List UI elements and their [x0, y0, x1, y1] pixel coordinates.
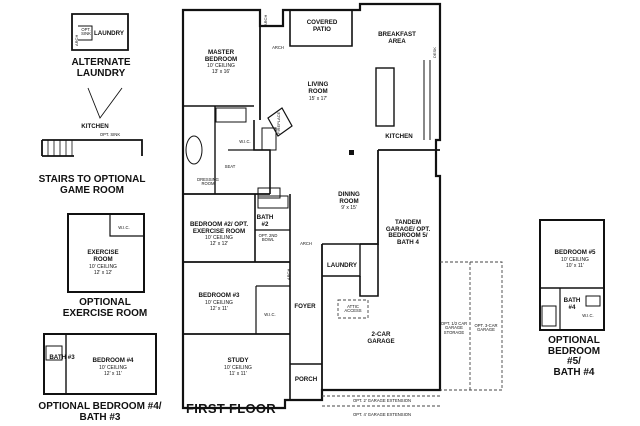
two-car-garage-label: 2-CAR GARAGE [367, 331, 395, 345]
opt-2-garage-ext-label: OPT. 2' GARAGE EXTENSION [352, 398, 412, 403]
fireplace-label: FIREPLACE [276, 111, 281, 134]
living-room-size: 15' x 17' [308, 96, 328, 102]
arch-label-1: ARCH [272, 45, 284, 50]
exercise-room-outline [67, 213, 145, 293]
foyer-label: FOYER [294, 303, 316, 310]
bath4-label: BATH #4 [563, 297, 581, 311]
bedroom4-label: BEDROOM #4 [92, 357, 134, 364]
opt-4-garage-ext-label: OPT. 4' GARAGE EXTENSION [352, 412, 412, 417]
bedroom4-caption: OPTIONAL BEDROOM #4/ BATH #3 [38, 401, 162, 423]
exercise-room-ceiling: 10' CEILING [89, 264, 117, 270]
bedroom2-ceiling: 10' CEILING [205, 235, 233, 241]
bedroom3-size: 12' x 11' [210, 306, 228, 312]
arch-label-3: ARCH [263, 14, 268, 26]
tandem-garage-label: TANDEM GARAGE/ OPT. BEDROOM 5/ BATH 4 [385, 219, 431, 246]
wic-bedroom3-label: W.I.C. [264, 312, 276, 317]
master-bedroom-ceiling: 10' CEILING [207, 63, 235, 69]
bath2-label: BATH #2 [256, 214, 274, 228]
stairs-caption: STAIRS TO OPTIONAL GAME ROOM [38, 174, 146, 196]
exercise-room-label: EXERCISE ROOM [87, 249, 119, 263]
dining-room-size: 9' x 15' [341, 205, 357, 211]
exercise-wic-label: W.I.C. [118, 225, 130, 230]
arch-label-2: ARCH [300, 241, 312, 246]
arch-label-4: ARCH [286, 268, 291, 280]
attic-access-label: ATTIC ACCESS [344, 304, 362, 314]
bedroom5-wic-label: W.I.C. [582, 313, 594, 318]
bedroom2-label: BEDROOM #2/ OPT. EXERCISE ROOM [189, 221, 249, 235]
opt-2nd-bowl-label: OPT. 2ND BOWL [258, 233, 278, 243]
alt-laundry-room-label: LAUNDRY [93, 30, 125, 37]
exercise-room-caption: OPTIONAL EXERCISE ROOM [62, 297, 148, 319]
exercise-room-size: 12' x 12' [93, 270, 113, 276]
stairs-sink-label: OPT. SINK [99, 132, 121, 137]
opt-garage-storage-label: OPT. 1/2 CAR GARAGE STORAGE [440, 321, 468, 335]
bedroom5-caption: OPTIONAL BEDROOM #5/ BATH #4 [547, 335, 601, 378]
bedroom5-size: 10' x 11' [566, 263, 584, 269]
alt-laundry-outline [71, 13, 129, 51]
patio-outline [289, 10, 353, 47]
covered-patio-label: COVERED PATIO [306, 19, 338, 33]
study-label: STUDY [227, 357, 249, 364]
main-outline [181, 2, 442, 410]
study-size: 11' x 11' [229, 371, 247, 377]
breakfast-area-label: BREAKFAST AREA [378, 31, 416, 45]
master-bedroom-size: 13' x 16' [211, 69, 231, 75]
study-ceiling: 10' CEILING [224, 365, 252, 371]
wic-master-label: W.I.C. [239, 139, 251, 144]
first-floor-title: FIRST FLOOR [186, 401, 276, 416]
bedroom3-label: BEDROOM #3 [198, 292, 240, 299]
bedroom2-size: 12' x 12' [209, 241, 229, 247]
bedroom4-size: 12' x 11' [104, 371, 122, 377]
kitchen-label: KITCHEN [385, 133, 413, 140]
porch-label: PORCH [294, 376, 318, 383]
bath3-label: BATH #3 [49, 354, 75, 361]
bedroom5-label: BEDROOM #5 [554, 249, 596, 256]
bedroom4-outline [43, 333, 157, 395]
stairs-kitchen-label: KITCHEN [81, 123, 109, 130]
alt-laundry-caption: ALTERNATE LAUNDRY [71, 57, 131, 79]
opt-3car-garage-label: OPT. 3-CAR GARAGE [474, 323, 498, 333]
seat-label: SEAT [224, 164, 236, 169]
alt-laundry-arch-label: ARCH [74, 34, 79, 46]
alt-laundry-sink-label: OPT. SINK [81, 27, 91, 37]
bedroom3-ceiling: 10' CEILING [205, 300, 233, 306]
master-bedroom-label: MASTER BEDROOM [204, 49, 238, 63]
dressing-room-label: DRESSING ROOM [197, 177, 219, 187]
bedroom5-ceiling: 10' CEILING [561, 257, 589, 263]
bedroom4-ceiling: 10' CEILING [99, 365, 127, 371]
desk-label: DESK [432, 47, 437, 58]
bedroom5-outline [539, 219, 605, 331]
dining-room-label: DINING ROOM [338, 191, 360, 205]
stairs-outline [41, 139, 143, 157]
living-room-label: LIVING ROOM [307, 81, 329, 95]
laundry-label: LAUNDRY [326, 262, 358, 269]
